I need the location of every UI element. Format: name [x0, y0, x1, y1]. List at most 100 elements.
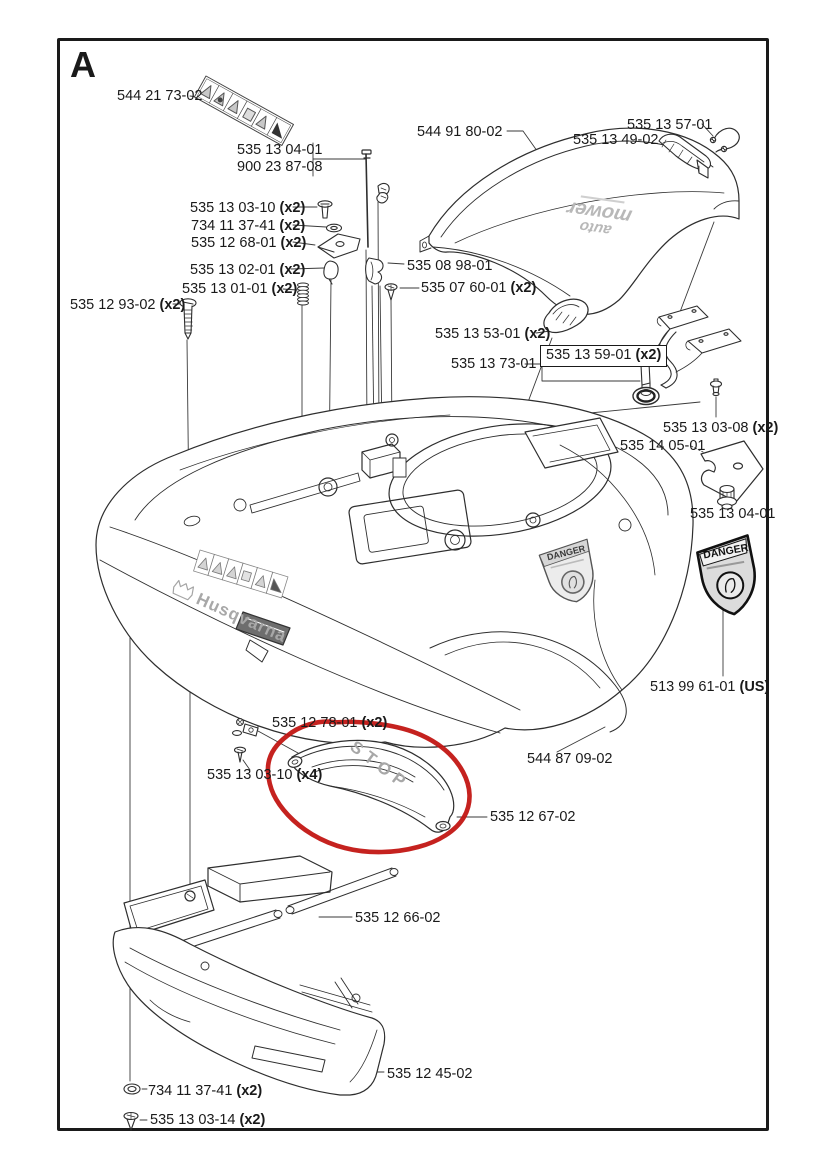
part-number: 544 91 80-02 — [417, 124, 503, 140]
part-label: 535 13 73-01 — [451, 356, 536, 373]
part-number: 535 13 59-01 — [546, 347, 632, 363]
bottom-washer-part — [123, 1083, 141, 1095]
part-number: 535 13 73-01 — [451, 356, 537, 372]
bottom-screw-part — [123, 1111, 139, 1131]
part-label: 513 99 61-01 (US) — [650, 679, 769, 696]
part-number: 535 13 53-01 — [435, 326, 521, 342]
part-quantity: (x2) — [155, 297, 186, 313]
part-quantity: (x2) — [275, 200, 306, 216]
top-cover-part: auto mower — [419, 127, 740, 315]
us-danger-decal: DANGER — [696, 534, 756, 616]
part-number: 535 13 01-01 — [182, 281, 268, 297]
stop-mount-clip-part — [231, 718, 259, 737]
part-number: 535 13 02-01 — [190, 262, 276, 278]
part-number: 734 11 37-41 — [148, 1083, 233, 1099]
part-quantity: (x2) — [235, 1112, 266, 1128]
part-quantity: (x2) — [275, 262, 306, 278]
part-label: 734 11 37-41 (x2) — [148, 1083, 262, 1100]
main-body-part: Husqvarna DANGER — [95, 396, 694, 748]
body-warning-strip-decal — [193, 549, 289, 599]
pin-part — [361, 149, 372, 248]
part-quantity: (x2) — [520, 326, 551, 342]
part-number: 513 99 61-01 — [650, 679, 736, 695]
part-quantity: (x2) — [275, 218, 306, 234]
part-quantity: (x2) — [748, 420, 779, 436]
long-screw-part — [179, 298, 197, 340]
part-label: 535 13 03-14 (x2) — [150, 1112, 265, 1129]
part-label: 535 13 57-01 — [627, 117, 712, 134]
washer-part — [325, 223, 343, 233]
j-clip-part — [365, 257, 384, 285]
part-quantity: (x2) — [232, 1083, 263, 1099]
part-number: 535 12 78-01 — [272, 715, 358, 731]
part-number: 535 13 03-10 — [207, 767, 293, 783]
part-label: 544 87 09-02 — [527, 751, 612, 768]
part-label: 535 13 03-10 (x4) — [207, 767, 322, 784]
pan-screw-part — [384, 283, 398, 301]
part-label: 535 12 78-01 (x2) — [272, 715, 387, 732]
part-label: 544 91 80-02 — [417, 124, 502, 141]
part-number: 535 13 49-02 — [573, 132, 659, 148]
diagram-border-frame — [57, 38, 769, 1131]
part-label: 535 13 49-02 — [573, 132, 658, 149]
figure-letter: A — [70, 44, 97, 85]
part-label: 535 13 03-10 (x2) — [190, 200, 305, 217]
part-number: 535 08 98-01 — [407, 258, 493, 274]
part-label: 535 13 53-01 (x2) — [435, 326, 550, 343]
part-number: 535 12 67-02 — [490, 809, 576, 825]
tray-part — [123, 855, 399, 1009]
part-number: 535 12 93-02 — [70, 297, 156, 313]
part-label: 900 23 87-08 — [237, 159, 322, 176]
part-number: 535 12 45-02 — [387, 1066, 473, 1082]
svg-text:auto: auto — [578, 218, 613, 239]
part-number: 535 14 05-01 — [620, 438, 706, 454]
part-number: 535 12 66-02 — [355, 910, 441, 926]
part-label: 535 12 66-02 — [355, 910, 440, 927]
part-label: 535 13 59-01 (x2) — [540, 345, 668, 367]
part-quantity: (x4) — [292, 767, 323, 783]
bumper-part — [112, 926, 386, 1096]
part-label: 544 21 73-02 — [117, 88, 202, 105]
part-label: 734 11 37-41 (x2) — [191, 218, 305, 235]
warning-strip-decal — [193, 75, 294, 146]
part-number: 535 13 57-01 — [627, 117, 713, 133]
part-number: 535 13 03-08 — [663, 420, 749, 436]
part-quantity: (x2) — [357, 715, 388, 731]
part-number: 535 13 04-01 — [237, 142, 323, 158]
hook-part — [323, 260, 339, 285]
part-number: 734 11 37-41 — [191, 218, 276, 234]
stop-mount-screw-part — [233, 746, 247, 763]
part-quantity: (x2) — [276, 235, 307, 251]
part-label: 535 14 05-01 — [620, 438, 705, 455]
part-number: 535 13 03-14 — [150, 1112, 236, 1128]
push-rivet-part — [709, 378, 723, 397]
part-number: 535 07 60-01 — [421, 280, 507, 296]
latch-strip-part — [658, 133, 712, 179]
bracket-plate-part — [317, 233, 361, 259]
part-label: 535 08 98-01 — [407, 258, 492, 275]
part-label: 535 12 45-02 — [387, 1066, 472, 1083]
clip-nut-part — [716, 484, 738, 510]
part-label: 535 12 93-02 (x2) — [70, 297, 185, 314]
retainer-clip-part — [376, 182, 390, 204]
part-label: 535 12 68-01 (x2) — [191, 235, 306, 252]
part-quantity: (x2) — [267, 281, 298, 297]
part-quantity: (US) — [735, 679, 770, 695]
part-label: 535 13 04-01 — [237, 142, 322, 159]
part-label: 535 13 01-01 (x2) — [182, 281, 297, 298]
hinge-hook-part — [543, 298, 589, 334]
screw-part — [317, 200, 333, 219]
part-label: 535 13 02-01 (x2) — [190, 262, 305, 279]
cover-plate-part — [700, 440, 764, 503]
part-number: 535 13 04-01 — [690, 506, 776, 522]
red-circle-annotation — [265, 719, 472, 855]
stop-button-part: STOP — [287, 737, 455, 833]
spring-part — [297, 282, 309, 306]
part-label: 535 13 04-01 — [690, 506, 775, 523]
part-number: 544 87 09-02 — [527, 751, 613, 767]
wire-clip-part — [709, 127, 740, 153]
part-label: 535 12 67-02 — [490, 809, 575, 826]
